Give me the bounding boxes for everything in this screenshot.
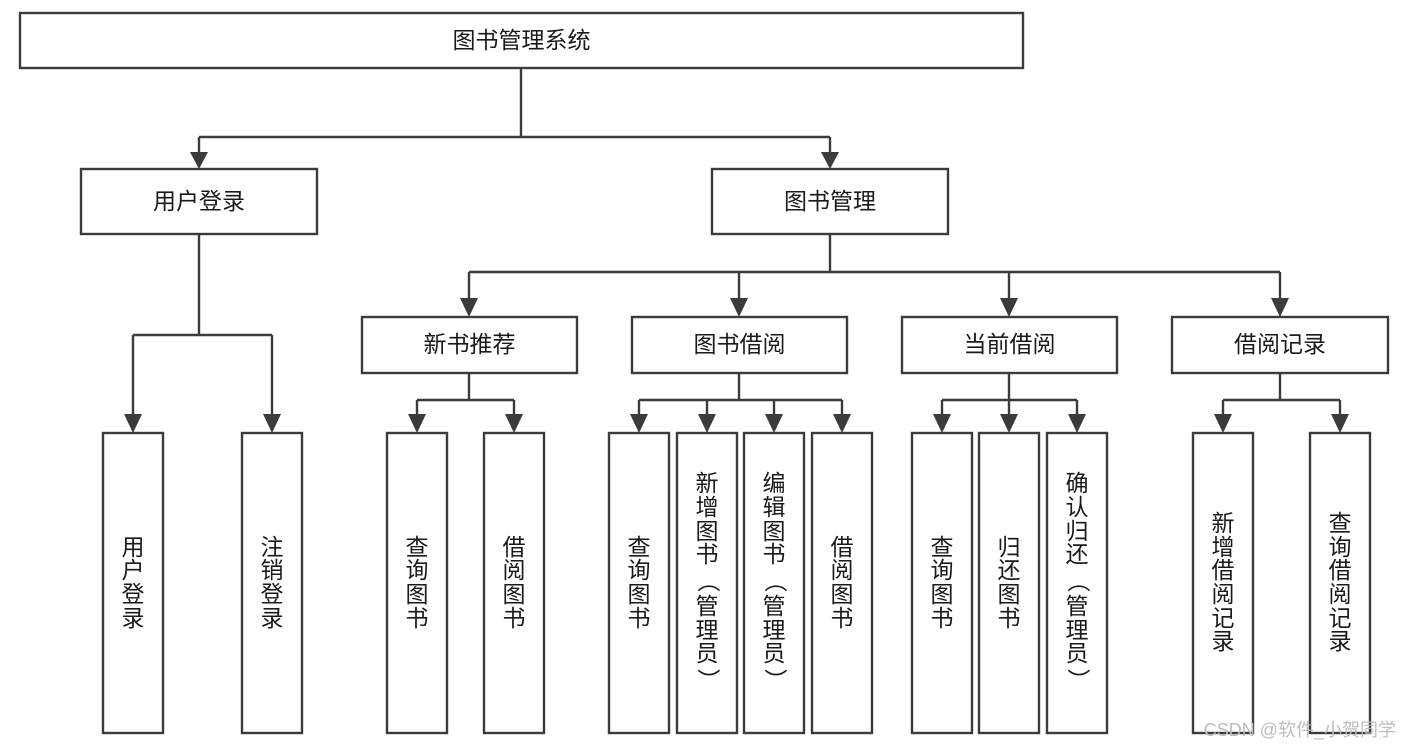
node-box-leaf-br-query-record[interactable]	[1308, 431, 1372, 735]
arrow-book-borrow-leaf4	[833, 414, 851, 433]
node-box-leaf-bb-add-book[interactable]	[675, 431, 739, 735]
node-box-leaf-bb-borrow-book[interactable]	[810, 431, 874, 735]
node-box-new-book-recommend[interactable]	[360, 315, 579, 375]
arrow-new-book-leaf2	[505, 414, 523, 433]
arrow-root-to-user-login	[190, 152, 208, 169]
arrow-book-borrow-leaf2	[698, 414, 716, 433]
arrow-current-borrow-leaf1	[933, 414, 951, 433]
node-box-borrow-record[interactable]	[1170, 315, 1390, 375]
connector-group-root	[190, 68, 839, 169]
node-box-leaf-bb-query-book[interactable]	[607, 431, 671, 735]
node-box-book-management[interactable]	[710, 167, 950, 236]
arrow-new-book-leaf1	[408, 414, 426, 433]
arrow-book-mgmt-c3	[1000, 298, 1018, 317]
arrow-current-borrow-leaf2	[1000, 414, 1018, 433]
node-box-leaf-logout[interactable]	[240, 431, 304, 735]
connector-group-new-book	[408, 373, 523, 433]
connector-group-current-borrow	[933, 373, 1086, 433]
arrow-book-borrow-leaf1	[630, 414, 648, 433]
arrow-borrow-record-leaf1	[1214, 414, 1232, 433]
node-box-leaf-bb-edit-book[interactable]	[742, 431, 806, 735]
node-box-leaf-user-login[interactable]	[101, 431, 165, 735]
arrow-book-borrow-leaf3	[765, 414, 783, 433]
connector-group-book-mgmt	[460, 234, 1289, 317]
node-box-user-login[interactable]	[79, 167, 319, 236]
node-box-leaf-nb-borrow-book[interactable]	[482, 431, 546, 735]
connector-group-user-login	[124, 234, 281, 433]
node-box-leaf-cb-confirm-return[interactable]	[1045, 431, 1109, 735]
connector-group-borrow-record	[1214, 373, 1349, 433]
connector-group-book-borrow	[630, 373, 851, 433]
arrow-book-mgmt-c2	[730, 298, 748, 317]
arrow-book-mgmt-c4	[1271, 298, 1289, 317]
arrow-borrow-record-leaf2	[1331, 414, 1349, 433]
node-box-book-borrow[interactable]	[630, 315, 849, 375]
node-box-leaf-cb-return-book[interactable]	[977, 431, 1041, 735]
arrow-book-mgmt-c1	[460, 298, 478, 317]
arrow-current-borrow-leaf3	[1068, 414, 1086, 433]
node-box-current-borrow[interactable]	[900, 315, 1119, 375]
node-box-leaf-nb-query-book[interactable]	[385, 431, 449, 735]
node-box-leaf-cb-query-book[interactable]	[910, 431, 974, 735]
arrow-user-login-leaf1	[124, 414, 142, 433]
node-box-root[interactable]	[18, 11, 1025, 70]
arrow-root-to-book-mgmt	[821, 152, 839, 169]
arrow-user-login-leaf2	[263, 414, 281, 433]
node-box-leaf-br-add-record[interactable]	[1191, 431, 1255, 735]
